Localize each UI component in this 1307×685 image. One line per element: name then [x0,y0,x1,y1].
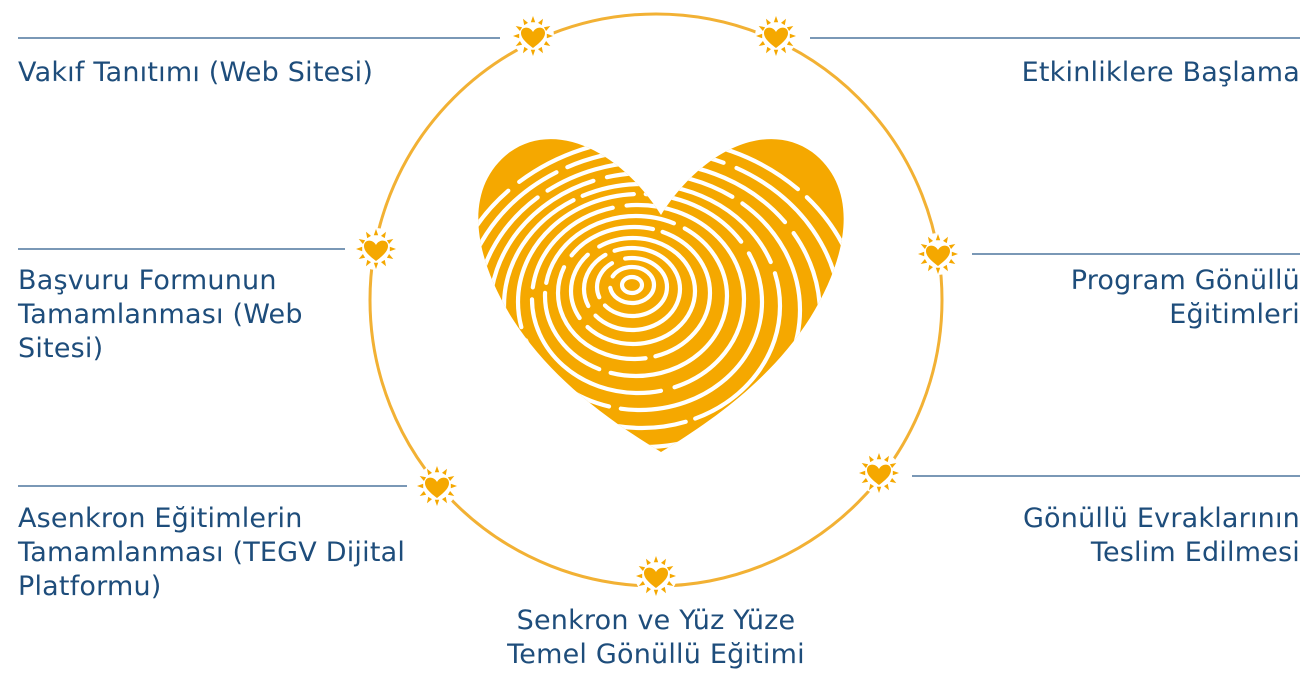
step-line: Başvuru Formunun [18,265,277,296]
step-line: Platformu) [18,571,162,602]
step-line: Tamamlanması (TEGV Dijital [18,537,406,568]
sun-heart-icon [512,15,554,57]
sun-heart-icon [917,233,959,275]
sun-heart-icon [355,228,397,270]
step-label-etkinliklere-baslama: Etkinliklere Başlama [1022,56,1300,90]
step-label-vakif-tanitimi: Vakıf Tanıtımı (Web Sitesi) [18,56,373,90]
step-line: Temel Gönüllü Eğitimi [507,639,805,670]
step-label-program-gonullu-egitimleri: Program Gönüllü Eğitimleri [1071,264,1300,332]
step-label-asenkron-egitimler: Asenkron Eğitimlerin Tamamlanması (TEGV … [18,502,405,604]
step-label-basvuru-formu: Başvuru Formunun Tamamlanması (Web Sites… [18,264,303,366]
sun-heart-icon [416,465,458,507]
sun-heart-icon [635,555,677,597]
step-line: Senkron ve Yüz Yüze [516,605,796,636]
step-label-senkron-egitim: Senkron ve Yüz Yüze Temel Gönüllü Eğitim… [456,604,856,672]
step-line: Program Gönüllü [1070,265,1300,296]
step-line: Etkinliklere Başlama [1021,57,1300,88]
step-line: Vakıf Tanıtımı (Web Sitesi) [18,57,374,88]
step-line: Teslim Edilmesi [1090,537,1300,568]
step-line: Asenkron Eğitimlerin [18,503,303,534]
step-line: Eğitimleri [1169,299,1300,330]
sun-heart-icon [858,452,900,494]
step-line: Tamamlanması (Web [18,299,303,330]
step-line: Gönüllü Evraklarının [1022,503,1300,534]
fingerprint-heart-icon [478,139,844,453]
sun-heart-icon [755,15,797,57]
step-line: Sitesi) [18,333,104,364]
step-label-gonullu-evraklari: Gönüllü Evraklarının Teslim Edilmesi [1023,502,1300,570]
